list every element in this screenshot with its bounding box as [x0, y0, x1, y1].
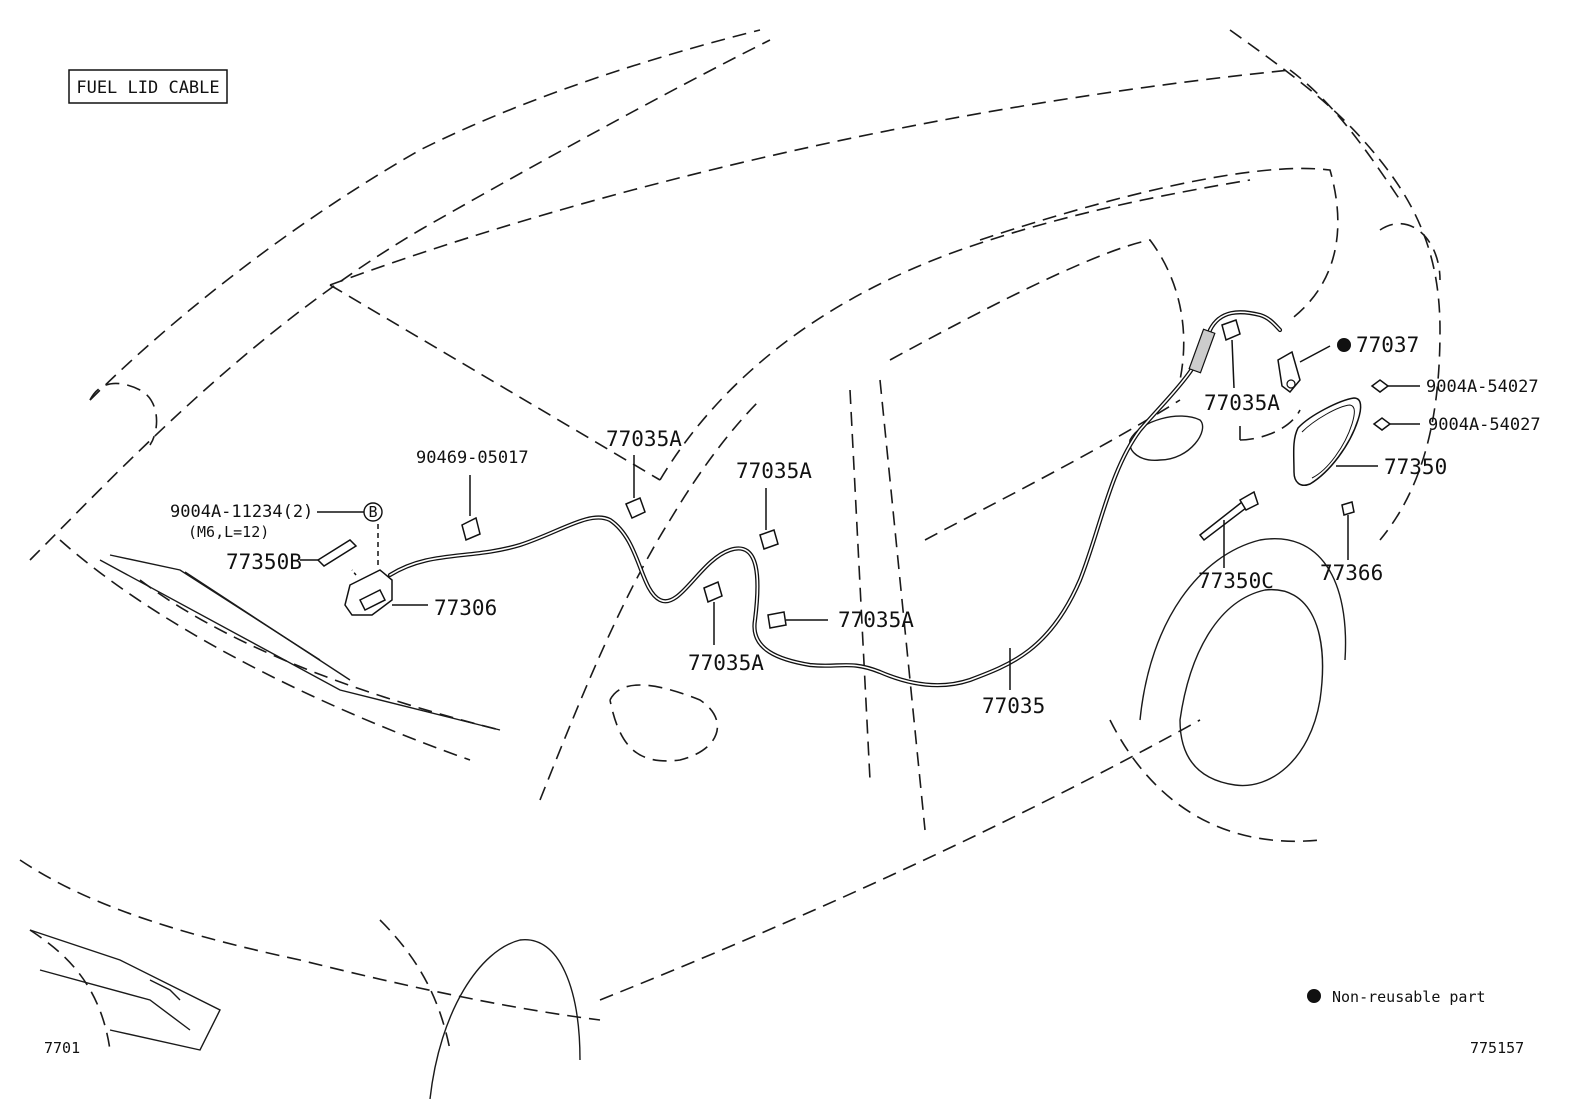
- label-9004a-11234: 9004A-11234(2): [170, 502, 313, 522]
- hinge-pin-77350c: [1198, 490, 1259, 568]
- clamp-77035a-1: [625, 455, 646, 520]
- part-77350b: [300, 539, 358, 567]
- screw-9004a-54027-1: [1370, 379, 1420, 393]
- vehicle-outline: [19, 29, 1441, 1099]
- non-reusable-marker-77037: [1337, 338, 1351, 352]
- label-77366: 77366: [1320, 561, 1383, 585]
- bolt-9004a-11234: B: [317, 502, 383, 522]
- clamp-77035a-4: [767, 611, 828, 629]
- label-77306: 77306: [434, 596, 497, 620]
- title-box: FUEL LID CABLE: [68, 69, 228, 104]
- label-9004a-54027-2: 9004A-54027: [1428, 415, 1541, 435]
- label-77037: 77037: [1356, 333, 1419, 357]
- label-77350c: 77350C: [1198, 569, 1274, 593]
- legend: Non-reusable part: [1307, 988, 1486, 1006]
- fuel-lid-77350: [1292, 397, 1378, 486]
- label-77035a-2: 77035A: [736, 459, 812, 483]
- footer-right-code: 775157: [1470, 1039, 1524, 1057]
- clamp-77035a-5: [1221, 319, 1241, 389]
- label-77035: 77035: [982, 694, 1045, 718]
- part-labels: 90469-05017 9004A-11234(2) (M6,L=12) 773…: [170, 333, 1541, 718]
- clamp-77035a-2: [759, 488, 779, 550]
- clamp-77035a-3: [703, 580, 723, 645]
- legend-text: Non-reusable part: [1332, 988, 1486, 1006]
- label-77035a-5: 77035A: [1204, 391, 1280, 415]
- circle-b-marker: [363, 502, 383, 522]
- label-90469-05017: 90469-05017: [416, 448, 529, 468]
- part-77366: [1341, 501, 1355, 560]
- diagram-title: FUEL LID CABLE: [76, 78, 219, 98]
- screw-9004a-54027-2: [1372, 417, 1420, 431]
- fuel-lid-cable-77035: [387, 310, 1283, 688]
- opener-lever-77306: [344, 520, 428, 616]
- label-77035a-1: 77035A: [606, 427, 682, 451]
- clamp-90469-05017: [461, 475, 481, 542]
- label-77350b: 77350B: [226, 550, 302, 574]
- label-77035a-4: 77035A: [838, 608, 914, 632]
- label-9004a-54027-1: 9004A-54027: [1426, 377, 1539, 397]
- footer-left-code: 7701: [44, 1039, 80, 1057]
- circle-b-label: B: [368, 503, 377, 521]
- lock-77037: [1277, 345, 1331, 394]
- label-77350: 77350: [1384, 455, 1447, 479]
- label-77035a-3: 77035A: [688, 651, 764, 675]
- legend-marker: [1307, 989, 1321, 1003]
- label-9004a-11234-spec: (M6,L=12): [188, 523, 269, 541]
